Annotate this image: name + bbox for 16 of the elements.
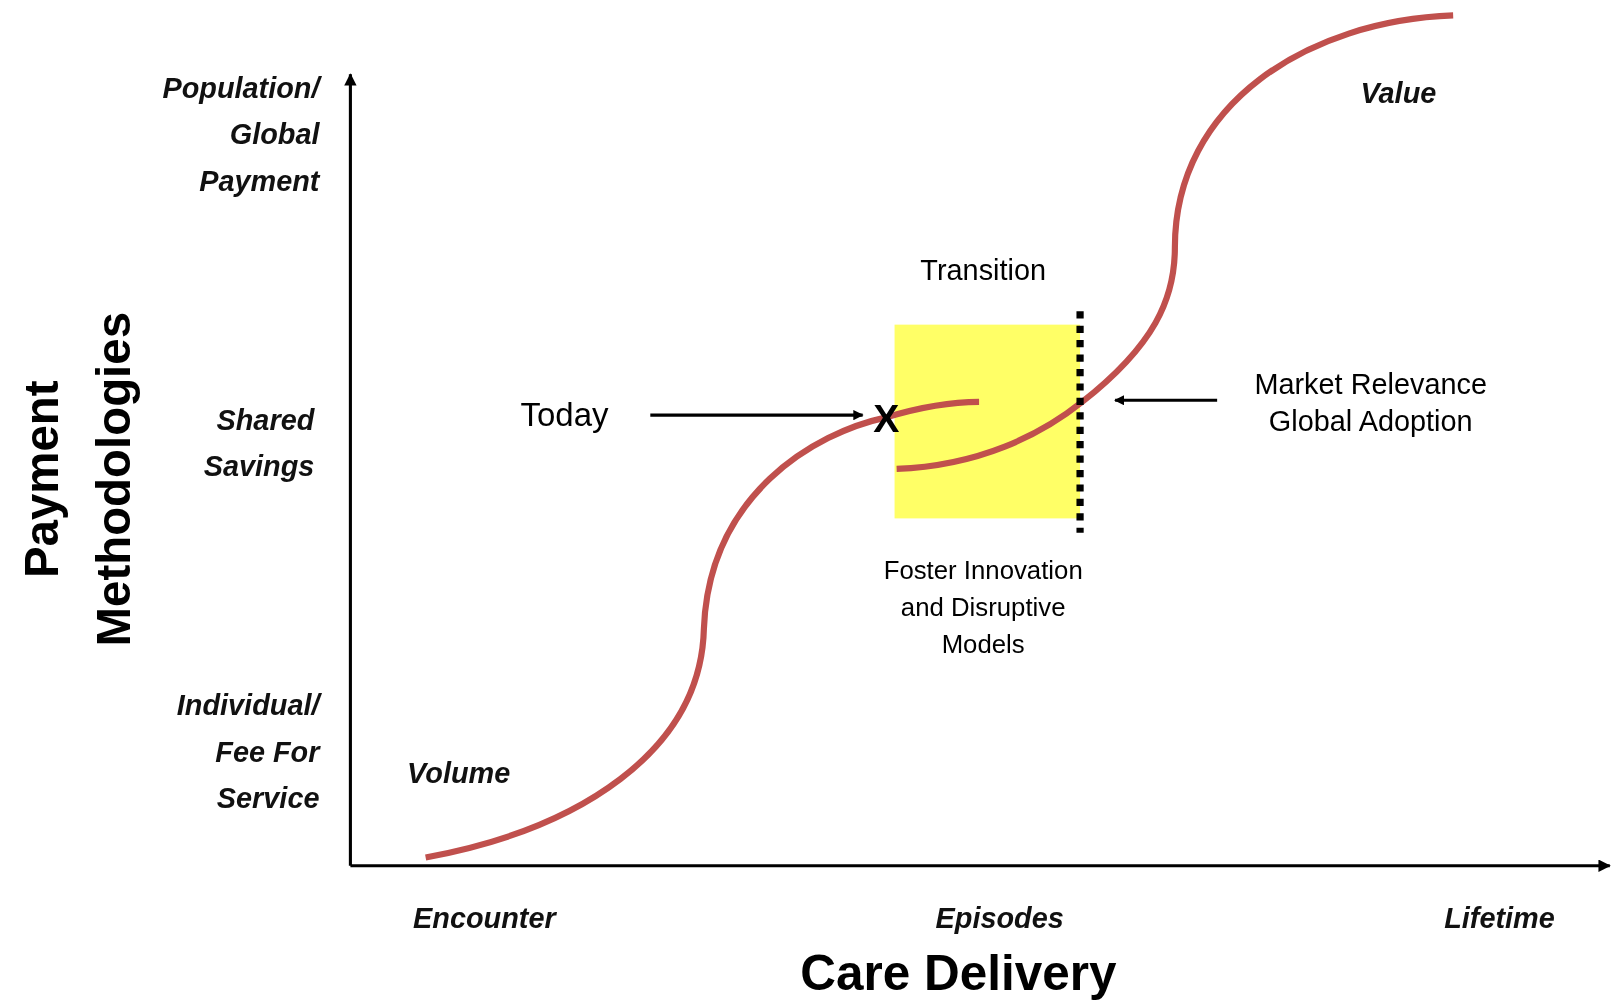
annotation-text: Today: [520, 393, 645, 437]
arrow: [650, 409, 864, 421]
axis-tick-label: Episodes: [934, 900, 1065, 936]
curve-label: Value: [1360, 76, 1438, 112]
axis-tick-label: Encounter: [412, 900, 558, 936]
arrow: [1114, 395, 1218, 406]
axis-tick-label: Lifetime: [1443, 900, 1556, 936]
axis-tick-label: Individual/ Fee For Service: [175, 688, 320, 817]
axis-title: Care Delivery: [799, 945, 1118, 1003]
section-heading: Transition: [919, 253, 1047, 289]
axis-tick-label: Shared Savings: [203, 403, 315, 485]
axis-title: Payment Methodologies: [13, 311, 142, 649]
annotation-text: Market Relevance Global Adoption: [1221, 365, 1521, 441]
axis-tick-label: Population/ Global Payment: [161, 71, 320, 199]
caption-text: Foster Innovation and Disruptive Models: [882, 554, 1084, 661]
curve-label: Volume: [407, 756, 512, 792]
